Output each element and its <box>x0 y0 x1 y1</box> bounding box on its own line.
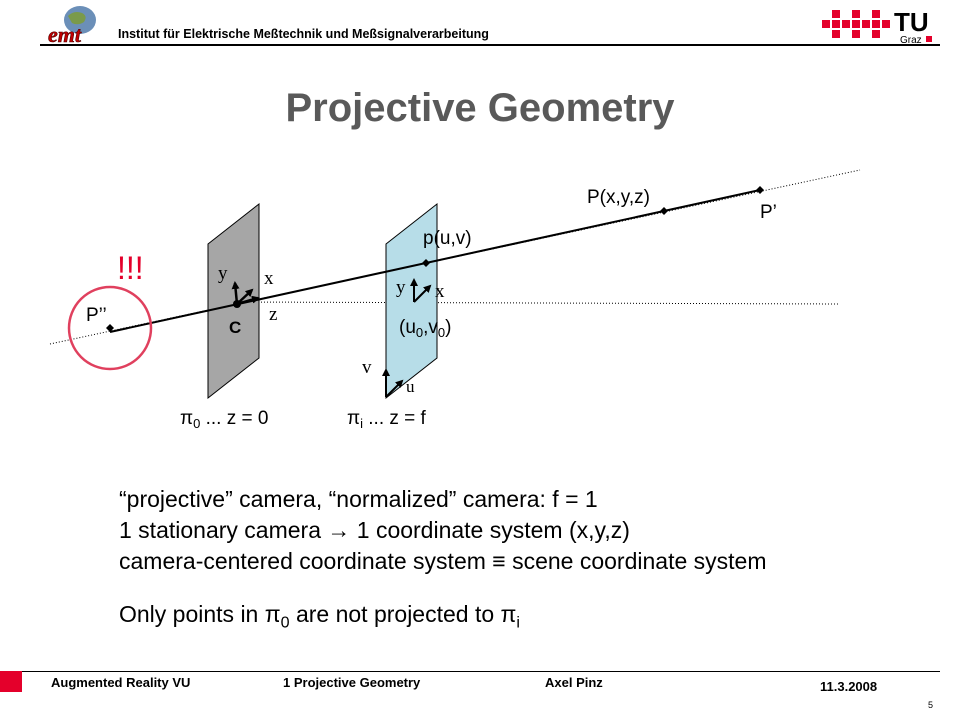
image-plane-pii <box>385 202 438 400</box>
slide-body: “projective” camera, “normalized” camera… <box>119 484 767 632</box>
point-P-prime <box>756 186 764 194</box>
point-P-dprime <box>106 324 114 332</box>
axis-z0-arrow <box>236 295 260 306</box>
alert-circle <box>67 285 153 371</box>
label-alert: !!! <box>117 250 144 286</box>
label-axis-xi: x <box>435 281 445 302</box>
slide-title: Projective Geometry <box>285 86 675 130</box>
projective-geometry-diagram: P(x,y,z) P’ P’’ p(u,v) !!! C y x z y x v… <box>49 169 861 431</box>
footer-chapter: 1 Projective Geometry <box>283 675 421 690</box>
label-axis-z0: z <box>269 304 277 325</box>
emt-logo: emt <box>48 6 96 46</box>
point-P <box>660 207 668 215</box>
label-axis-v: v <box>362 357 372 378</box>
label-C: C <box>229 318 241 337</box>
page-number: 5 <box>928 700 934 710</box>
label-axis-u: u <box>406 377 415 396</box>
svg-text:emt: emt <box>48 22 82 46</box>
label-u0v0: (u0,v0) <box>399 317 451 340</box>
footer-divider <box>22 671 940 672</box>
projection-ray <box>109 189 761 333</box>
body-line-4: Only points in π0 are not projected to π… <box>119 601 520 632</box>
body-line-3: camera-centered coordinate system ≡ scen… <box>119 548 767 574</box>
label-axis-y0: y <box>218 263 228 284</box>
label-P-dprime: P’’ <box>86 305 107 326</box>
svg-text:Graz: Graz <box>900 35 922 46</box>
point-p <box>422 259 430 267</box>
body-line-1: “projective” camera, “normalized” camera… <box>119 486 598 512</box>
label-P-prime: P’ <box>760 202 777 223</box>
label-pi0: π0 ... z = 0 <box>180 408 268 431</box>
body-line-2: 1 stationary camera → 1 coordinate syste… <box>119 517 630 543</box>
footer-author: Axel Pinz <box>545 675 603 690</box>
axis-y0-arrow <box>231 281 240 305</box>
axis-u-arrow <box>385 379 404 398</box>
footer-date: 11.3.2008 <box>820 679 878 694</box>
label-P: P(x,y,z) <box>587 187 650 208</box>
label-pii: πi ... z = f <box>347 408 427 431</box>
axis-x0-arrow <box>236 288 254 305</box>
header-divider <box>40 44 940 46</box>
optical-axis-dotted <box>239 301 841 305</box>
label-p: p(u,v) <box>423 228 472 249</box>
label-axis-x0: x <box>264 268 274 289</box>
tu-graz-logo: TU Graz <box>822 7 932 46</box>
institute-name: Institut für Elektrische Meßtechnik und … <box>118 27 489 41</box>
footer-accent <box>0 671 22 692</box>
label-axis-yi: y <box>396 277 406 298</box>
image-plane-pi0 <box>207 202 260 400</box>
footer-course: Augmented Reality VU <box>51 675 191 690</box>
svg-text:TU: TU <box>894 7 929 37</box>
axis-xi-arrow <box>413 284 432 303</box>
